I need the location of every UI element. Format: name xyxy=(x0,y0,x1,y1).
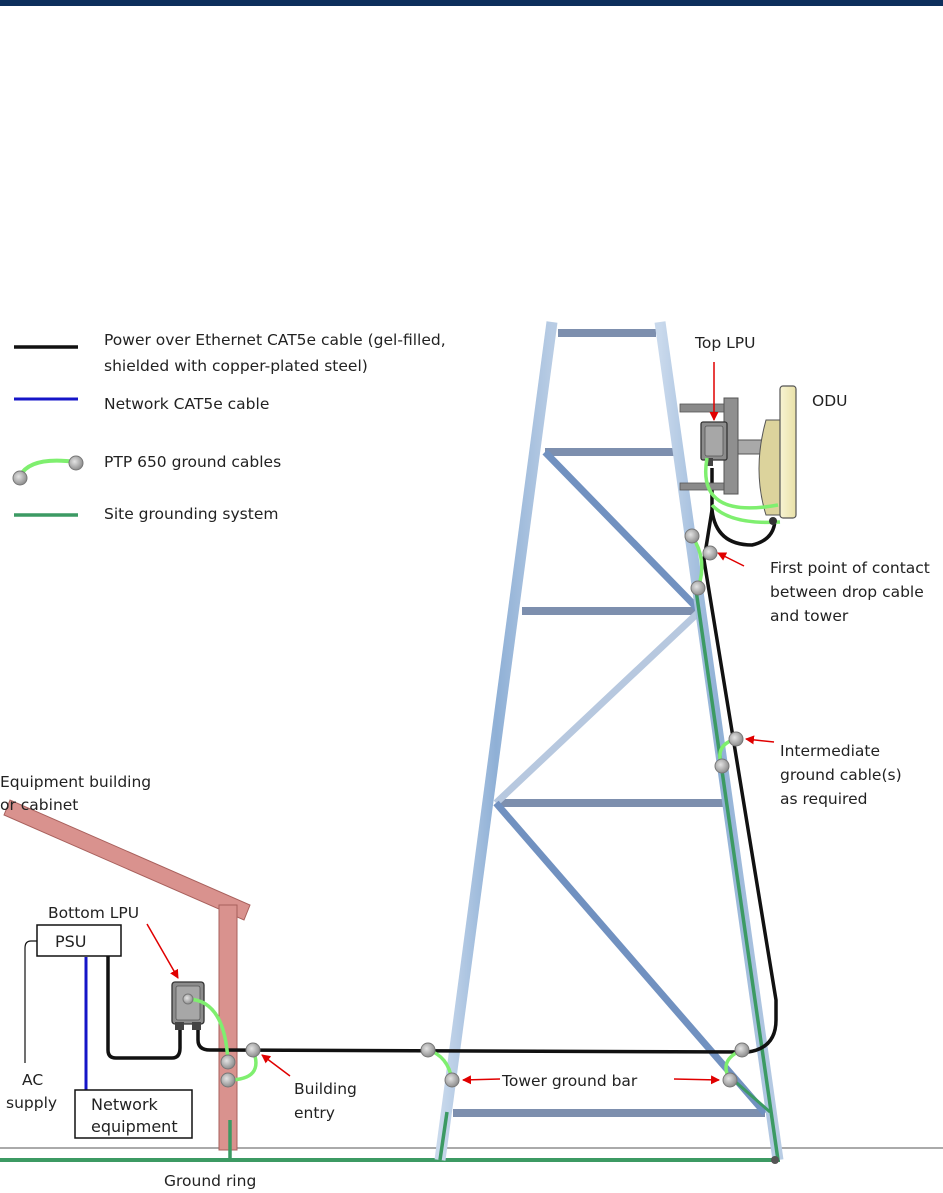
ground-ring-label: Ground ring xyxy=(164,1172,256,1190)
legend-poe-label-2: shielded with copper-plated steel) xyxy=(104,357,368,375)
ac-supply-label-1: AC xyxy=(22,1071,43,1089)
ptp-ground-cable-bottom-lpu xyxy=(187,997,230,1063)
legend-site-grounding-label: Site grounding system xyxy=(104,505,278,523)
connector-icon xyxy=(769,517,777,525)
legend-ground-cable-swatch xyxy=(18,458,77,478)
tower-ground-bar-arrow-left xyxy=(462,1075,501,1085)
tower-brace xyxy=(493,800,768,1116)
intermediate-label-2: ground cable(s) xyxy=(780,766,902,784)
bottom-lpu-arrow xyxy=(146,923,179,979)
network-equipment-box: Network equipment xyxy=(74,1089,193,1139)
building-entry-label-1: Building xyxy=(294,1080,357,1098)
equipment-building-label-2: or cabinet xyxy=(0,796,78,814)
equipment-building xyxy=(3,799,251,1151)
tower-brace xyxy=(542,449,703,614)
connector-icon xyxy=(702,545,718,561)
tower-left-grounding-cable xyxy=(438,1111,449,1161)
odu-mount xyxy=(679,397,767,495)
legend-connector-icon xyxy=(12,470,28,486)
intermediate-label-1: Intermediate xyxy=(780,742,880,760)
tower-leg-left xyxy=(434,321,558,1161)
legend: Power over Ethernet CAT5e cable (gel-fil… xyxy=(12,331,446,523)
ground-connectors xyxy=(182,517,779,1164)
equipment-building-label-1: Equipment building xyxy=(0,773,151,791)
connector-icon xyxy=(245,1042,261,1058)
building-wall xyxy=(218,904,238,1151)
top-lpu-label: Top LPU xyxy=(694,334,755,352)
tower-ground-bar-arrow-right xyxy=(673,1075,720,1085)
header-bar xyxy=(0,0,943,6)
connector-icon xyxy=(771,1156,779,1164)
connector-icon xyxy=(728,731,744,747)
legend-poe-label-1: Power over Ethernet CAT5e cable (gel-fil… xyxy=(104,331,446,349)
odu-label: ODU xyxy=(812,392,847,410)
building-entry-label-2: entry xyxy=(294,1104,335,1122)
connector-icon xyxy=(220,1072,236,1088)
connector-icon xyxy=(714,758,730,774)
tower-brace xyxy=(493,608,703,806)
legend-ground-cable-label: PTP 650 ground cables xyxy=(104,453,281,471)
connector-icon xyxy=(734,1042,750,1058)
legend-network-label: Network CAT5e cable xyxy=(104,395,269,413)
intermediate-label-3: as required xyxy=(780,790,867,808)
ac-supply-label-2: supply xyxy=(6,1094,57,1112)
first-contact-arrow xyxy=(717,552,745,567)
psu-label: PSU xyxy=(55,932,87,951)
connector-icon xyxy=(690,580,706,596)
building-entry-arrow xyxy=(261,1054,291,1077)
tower-right-grounding-cable xyxy=(694,589,780,1161)
network-equipment-label-2: equipment xyxy=(91,1117,178,1136)
legend-connector-icon xyxy=(68,455,84,471)
connector-icon xyxy=(444,1072,460,1088)
poe-cable-psu-to-lpu xyxy=(106,956,182,1060)
network-equipment-label-1: Network xyxy=(91,1095,159,1114)
bottom-lpu-unit xyxy=(171,981,205,1030)
pointer-arrows xyxy=(146,362,775,1085)
ptp-ground-cable-top-lpu xyxy=(704,457,779,510)
connector-icon xyxy=(684,528,700,544)
connector-icon xyxy=(182,993,194,1005)
first-contact-label-1: First point of contact xyxy=(770,559,930,577)
psu-box: PSU xyxy=(36,924,122,957)
poe-cable-lpu-to-odu xyxy=(710,468,777,547)
bottom-lpu-label: Bottom LPU xyxy=(48,904,139,922)
building-roof xyxy=(3,799,251,921)
odu-unit xyxy=(758,385,797,519)
first-contact-label-3: and tower xyxy=(770,607,849,625)
top-lpu-unit xyxy=(700,421,728,466)
intermediate-arrow xyxy=(745,735,775,745)
tower-ground-bar-label: Tower ground bar xyxy=(501,1072,638,1090)
first-contact-label-2: between drop cable xyxy=(770,583,924,601)
connector-icon xyxy=(420,1042,436,1058)
connector-icon xyxy=(722,1072,738,1088)
connector-icon xyxy=(220,1054,236,1070)
ac-supply-cable xyxy=(24,940,37,1063)
